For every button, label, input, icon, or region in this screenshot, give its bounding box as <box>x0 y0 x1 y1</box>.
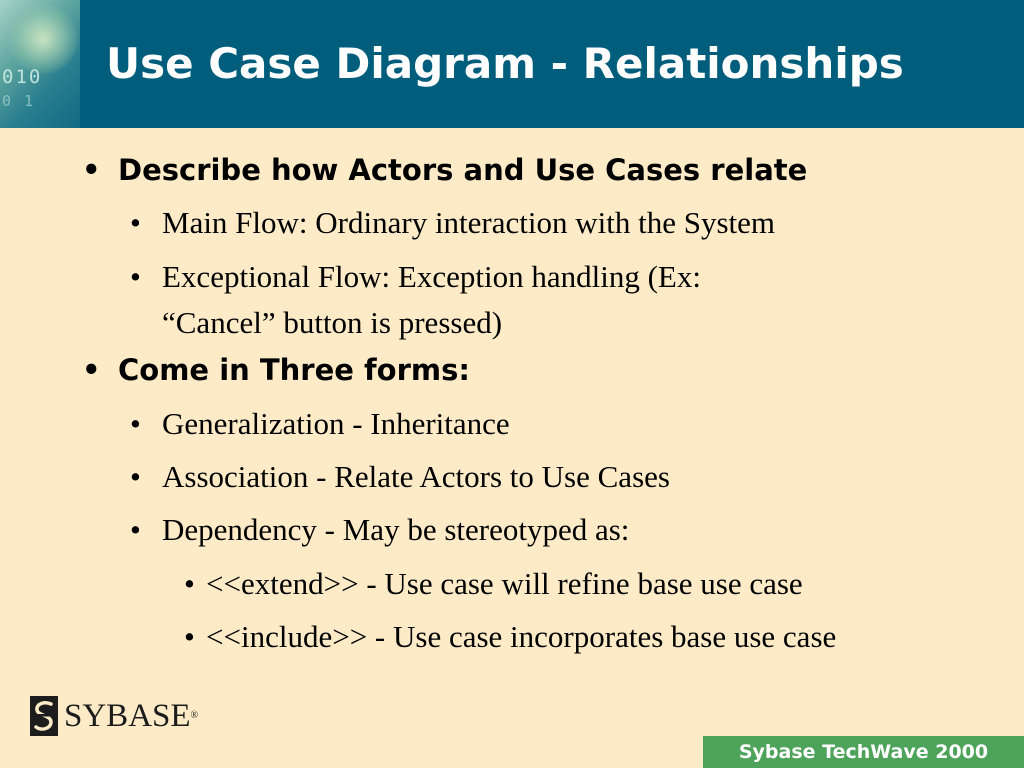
bullet-text: Association - Relate Actors to Use Cases <box>162 459 670 494</box>
bullet-text: “Cancel” button is pressed) <box>162 305 503 340</box>
bullet-text: <<extend>> - Use case will refine base u… <box>206 566 803 601</box>
trademark-symbol: ® <box>190 710 199 721</box>
header-glow <box>8 4 78 74</box>
header-decorative-image: 010 0 1 <box>0 0 80 128</box>
header-binary-digits-faint: 0 1 <box>2 92 36 110</box>
bullet-text: Dependency - May be stereotyped as: <box>162 512 630 547</box>
sybase-wordmark-text: SYBASE <box>64 698 191 734</box>
title-bar: 010 0 1 Use Case Diagram - Relationships <box>0 0 1024 128</box>
bullet-text: <<include>> - Use case incorporates base… <box>206 619 837 654</box>
bullet-marker: • <box>130 259 141 294</box>
bullet-text: Describe how Actors and Use Cases relate <box>118 153 808 187</box>
slide-title: Use Case Diagram - Relationships <box>106 39 904 88</box>
sybase-wordmark: SYBASE® <box>64 694 198 738</box>
header-binary-digits: 010 <box>2 66 43 88</box>
bullet-marker: • <box>130 512 141 547</box>
bullet-text: Generalization - Inheritance <box>162 406 510 441</box>
bullet-marker: • <box>82 353 101 387</box>
bullet-marker: • <box>82 153 101 187</box>
footer-band: Sybase TechWave 2000 <box>703 736 1024 768</box>
bullet-marker: • <box>130 406 141 441</box>
bullet-marker: • <box>184 619 195 654</box>
bullet-text: Exceptional Flow: Exception handling (Ex… <box>162 259 701 294</box>
sybase-logo: SYBASE® <box>30 694 198 738</box>
bullet-marker: • <box>130 459 141 494</box>
sybase-logo-icon <box>30 696 58 736</box>
bullet-text: Main Flow: Ordinary interaction with the… <box>162 205 776 240</box>
bullet-marker: • <box>184 566 195 601</box>
bullet-text: Come in Three forms: <box>118 353 470 387</box>
footer-event-name: Sybase TechWave 2000 <box>738 741 989 763</box>
bullet-marker: • <box>130 205 141 240</box>
